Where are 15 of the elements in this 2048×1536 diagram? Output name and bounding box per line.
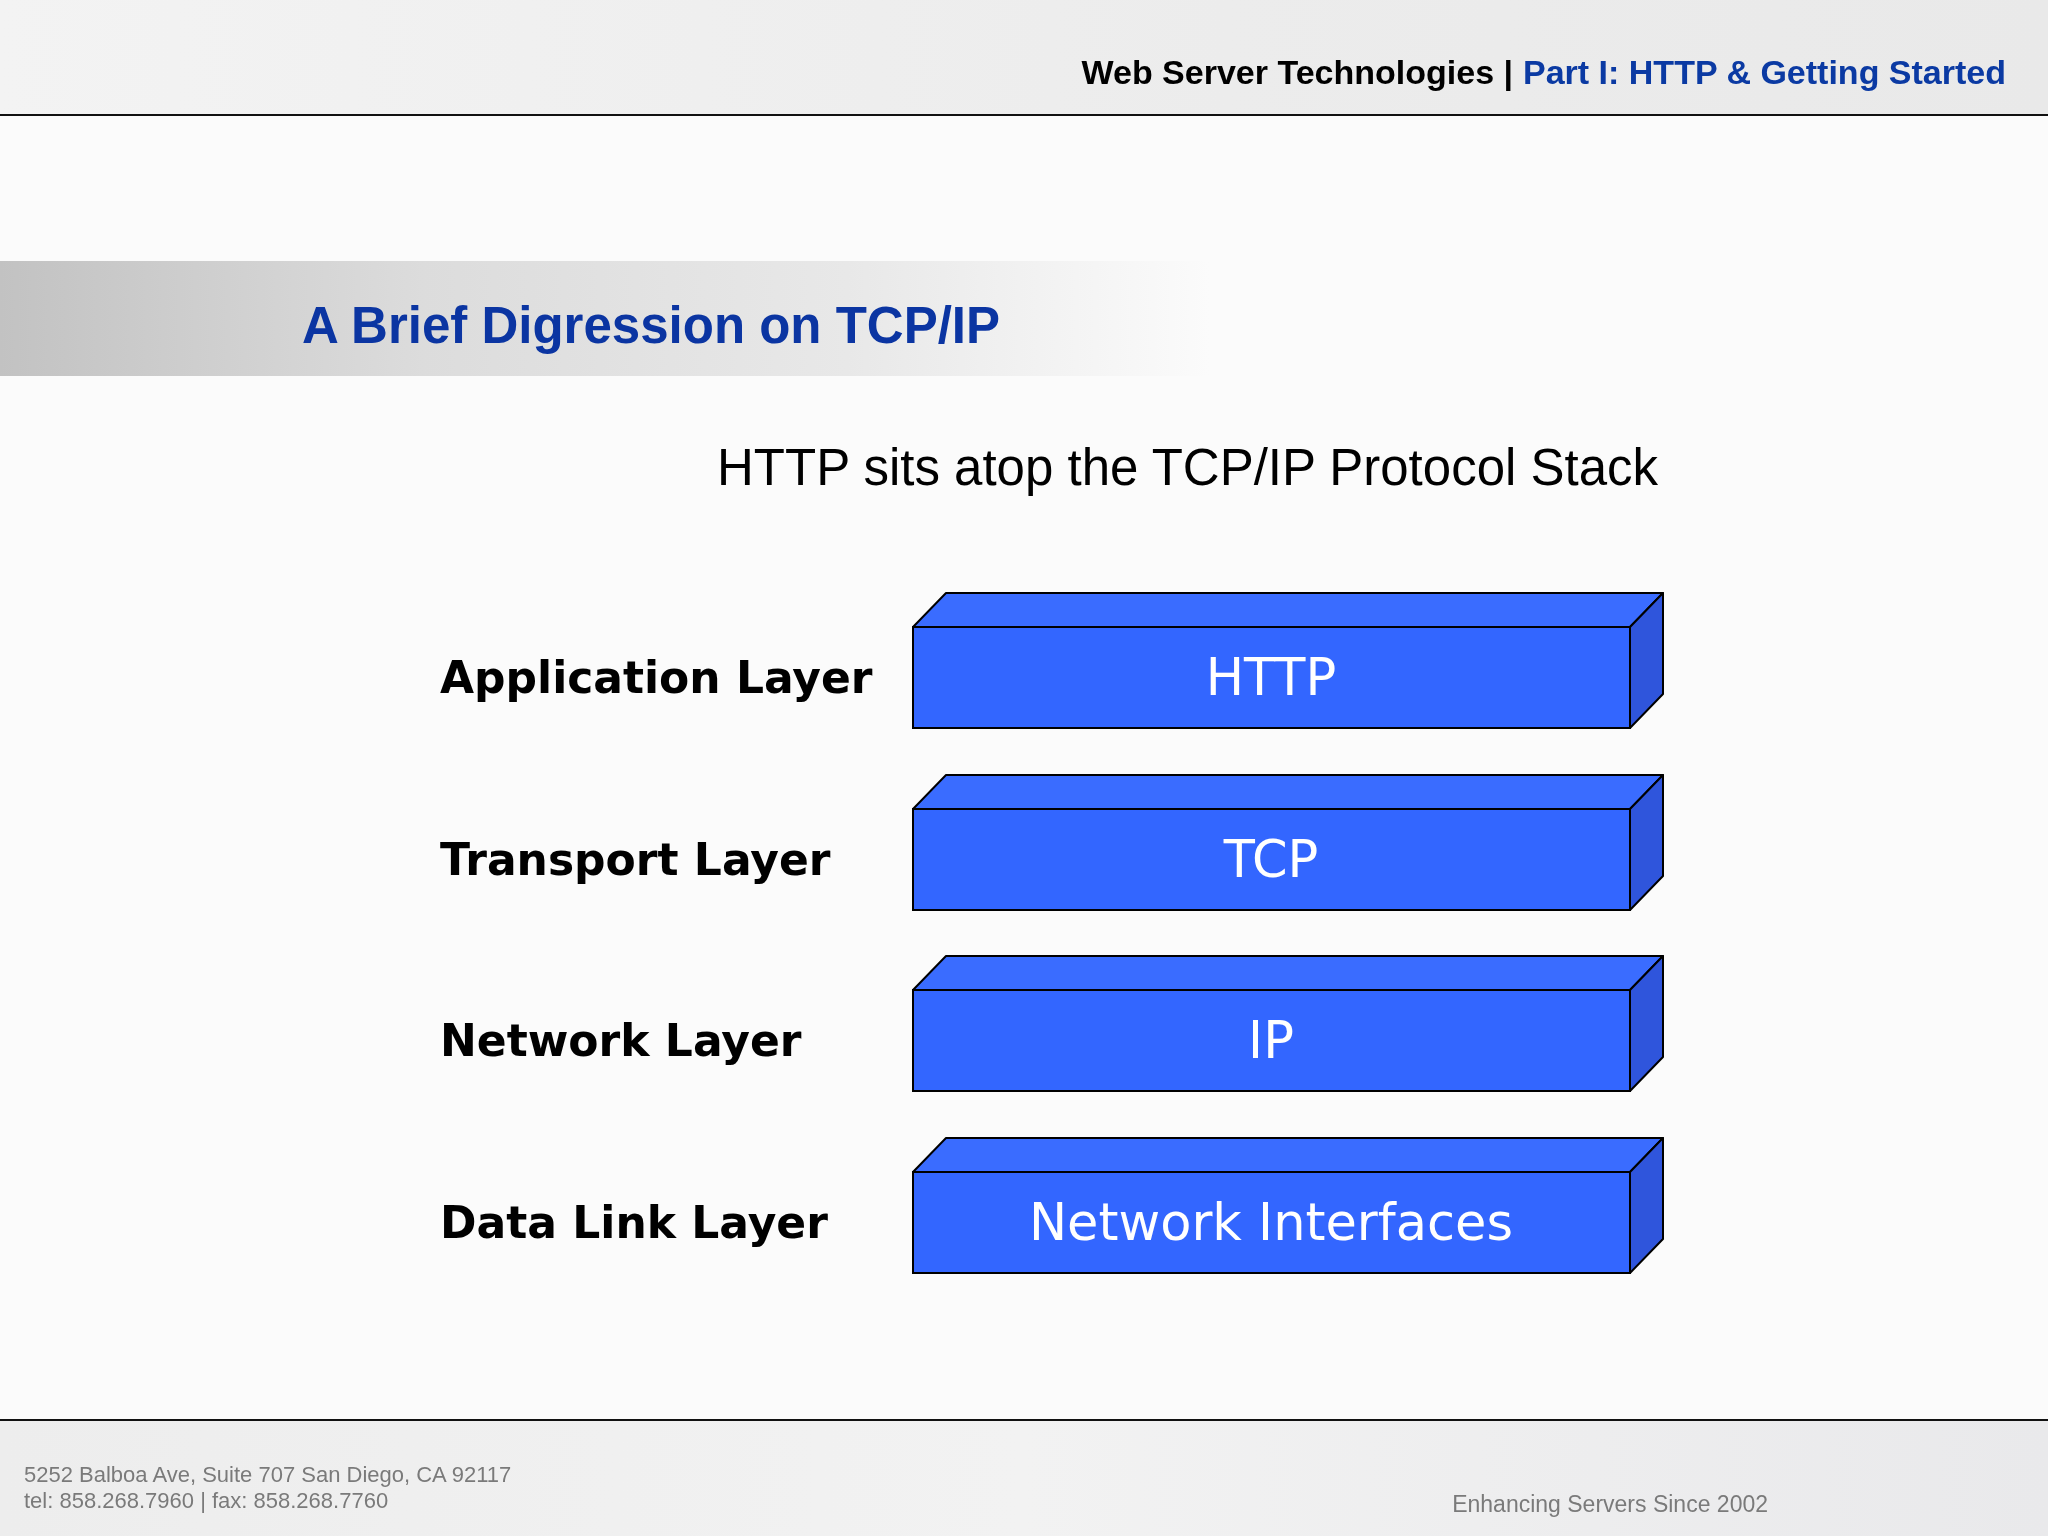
tagline: Enhancing Servers Since 2002 <box>1452 1490 1768 1519</box>
course-title: Web Server Technologies | <box>1081 52 1513 92</box>
protocol-name: TCP <box>1223 829 1319 890</box>
address-text: 5252 Balboa Ave, Suite 707 San Diego, CA 92117 <box>24 1462 512 1488</box>
protocol-name: IP <box>1248 1011 1294 1071</box>
contact-text: tel: 858.268.7960 | fax: 858.268.7760 <box>24 1488 389 1514</box>
layer-name: Transport Layer <box>440 833 831 886</box>
section-title: Part I: HTTP & Getting Started <box>1523 52 2006 92</box>
protocol-name: Network Interfaces <box>1028 1192 1514 1253</box>
protocol-name: HTTP <box>1205 648 1337 708</box>
layer-name: Application Layer <box>440 652 873 704</box>
slide-title: A Brief Digression on TCP/IP <box>302 297 1001 355</box>
layer-name: Network Layer <box>440 1015 802 1067</box>
subtitle: HTTP sits atop the TCP/IP Protocol Stack <box>717 438 1659 498</box>
layer-name: Data Link Layer <box>440 1196 828 1249</box>
